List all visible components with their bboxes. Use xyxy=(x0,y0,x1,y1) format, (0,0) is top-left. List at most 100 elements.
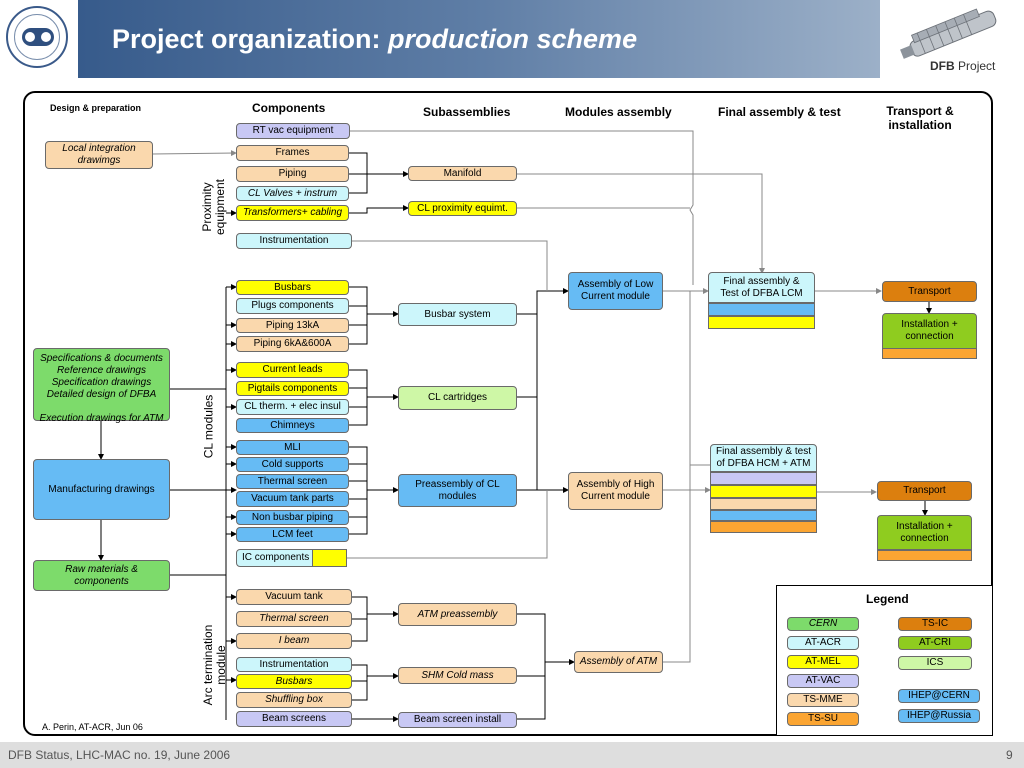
legend-at-mel: AT-MEL xyxy=(787,655,859,669)
legend-ics: ICS xyxy=(898,656,972,670)
sub-manifold: Manifold xyxy=(408,166,517,181)
final-hcm-bar-mme xyxy=(710,498,817,510)
slide-header xyxy=(0,0,880,78)
legend-ihep-cern: IHEP@CERN xyxy=(898,689,980,703)
final-lcm-bar-mel xyxy=(708,316,815,329)
module-atm: Assembly of ATM xyxy=(574,651,663,673)
legend-at-vac: AT-VAC xyxy=(787,674,859,688)
comp-busbars: Busbars xyxy=(236,280,349,295)
cern-logo xyxy=(0,0,78,78)
footer-text: DFB Status, LHC-MAC no. 19, June 2006 xyxy=(8,748,231,762)
comp-cl-therm: CL therm. + elec insul xyxy=(236,399,349,415)
comp-lcm-feet: LCM feet xyxy=(236,527,349,542)
comp-cl-valves: CL Valves + instrum xyxy=(236,186,349,201)
comp-frames: Frames xyxy=(236,145,349,161)
comp-rt-vac-equipment: RT vac equipment xyxy=(236,123,350,139)
footer-bar xyxy=(0,742,1024,768)
manufacturing-drawings-box: Manufacturing drawings xyxy=(33,459,170,520)
legend-ts-mme: TS-MME xyxy=(787,693,859,707)
author-note: A. Perin, AT-ACR, Jun 06 xyxy=(42,722,143,732)
sub-beam-screen-install: Beam screen install xyxy=(398,712,517,728)
dfb-logo-area xyxy=(880,0,1024,78)
spec-line-3: Specification drawings xyxy=(51,377,152,388)
comp-piping-6ka: Piping 6kA&600A xyxy=(236,336,349,352)
raw-materials-box: Raw materials & components xyxy=(33,560,170,591)
transport-lcm: Transport xyxy=(882,281,977,302)
comp-transformers: Transformers+ cabling xyxy=(236,205,349,221)
comp-thermal-screen: Thermal screen xyxy=(236,474,349,489)
legend-at-acr: AT-ACR xyxy=(787,636,859,650)
legend-title: Legend xyxy=(866,592,909,606)
col-design: Design & preparation xyxy=(50,103,142,113)
comp-vacuum-tank: Vacuum tank xyxy=(236,589,352,605)
final-hcm-bar-ihep xyxy=(710,510,817,521)
final-lcm-bar-ihep xyxy=(708,303,815,316)
col-final: Final assembly & test xyxy=(718,105,841,119)
comp-ic-components: IC components xyxy=(236,549,347,567)
comp-busbars-atm: Busbars xyxy=(236,674,352,689)
col-components: Components xyxy=(252,101,326,115)
diagram-frame xyxy=(23,91,993,736)
comp-beam-screens: Beam screens xyxy=(236,711,352,727)
legend-ihep-russia: IHEP@Russia xyxy=(898,709,980,723)
dfb-project-label: DFB Project xyxy=(930,59,996,73)
final-lcm: Final assembly & Test of DFBA LCM xyxy=(708,272,815,303)
final-hcm-bar-vac xyxy=(710,472,817,485)
final-hcm-bar-su xyxy=(710,521,817,533)
comp-pigtails: Pigtails components xyxy=(236,381,349,396)
comp-instrumentation-atm: Instrumentation xyxy=(236,657,352,672)
comp-shuffling-box: Shuffling box xyxy=(236,692,352,708)
col-modules: Modules assembly xyxy=(565,105,672,119)
comp-non-busbar-piping: Non busbar piping xyxy=(236,510,349,525)
sub-atm-preassembly: ATM preassembly xyxy=(398,603,517,626)
specifications-box: Specifications & documents Reference dra… xyxy=(33,348,170,424)
local-integration-box: Local integration drawimgs xyxy=(45,141,153,169)
slide-title: Project organization: production scheme xyxy=(112,24,638,54)
ic-components-swatch xyxy=(312,549,347,567)
comp-plugs-components: Plugs components xyxy=(236,298,349,314)
legend-at-cri: AT-CRI xyxy=(898,636,972,650)
final-hcm-bar-mel xyxy=(710,485,817,498)
spec-line-5 xyxy=(34,401,169,413)
comp-cold-supports: Cold supports xyxy=(236,457,349,472)
module-low-current: Assembly of Low Current module xyxy=(568,272,663,310)
installation-hcm: Installation + connection xyxy=(877,515,972,550)
installation-hcm-bar xyxy=(877,550,972,561)
comp-piping: Piping xyxy=(236,166,349,182)
legend-cern: CERN xyxy=(787,617,859,631)
slide-title-italic: production scheme xyxy=(388,24,638,54)
dfb-module-icon xyxy=(900,8,997,59)
group-label-arc-termination: Arc termination module xyxy=(201,624,228,706)
comp-piping-13ka: Piping 13kA xyxy=(236,318,349,333)
comp-i-beam: I beam xyxy=(236,633,352,649)
ic-components-label: IC components xyxy=(242,552,310,563)
group-label-proximity: Proximity equipment xyxy=(200,178,227,236)
transport-hcm: Transport xyxy=(877,481,972,501)
module-high-current: Assembly of High Current module xyxy=(568,472,663,510)
spec-line-6: Execution drawings for ATM xyxy=(39,413,164,424)
comp-vacuum-tank-parts: Vacuum tank parts xyxy=(236,491,349,507)
sub-shm-cold-mass: SHM Cold mass xyxy=(398,667,517,684)
comp-thermal-screen-atm: Thermal screen xyxy=(236,611,352,627)
installation-lcm: Installation + connection xyxy=(882,313,977,349)
sub-cl-cartridges: CL cartridges xyxy=(398,386,517,410)
final-hcm: Final assembly & test of DFBA HCM + ATM xyxy=(710,444,817,472)
col-transport: Transport & installation xyxy=(886,104,954,132)
comp-current-leads: Current leads xyxy=(236,362,349,378)
installation-lcm-bar xyxy=(882,348,977,359)
legend-ts-su: TS-SU xyxy=(787,712,859,726)
page-number: 9 xyxy=(1006,748,1013,762)
comp-instrumentation: Instrumentation xyxy=(236,233,352,249)
sub-cl-proximity: CL proximity equimt. xyxy=(408,201,517,216)
legend-ts-ic: TS-IC xyxy=(898,617,972,631)
spec-line-4: Detailed design of DFBA xyxy=(46,389,157,400)
sub-preassembly-cl: Preassembly of CL modules xyxy=(398,474,517,507)
sub-busbar-system: Busbar system xyxy=(398,303,517,326)
comp-mli: MLI xyxy=(236,440,349,455)
comp-chimneys: Chimneys xyxy=(236,418,349,433)
spec-line-1: Specifications & documents xyxy=(40,353,163,364)
col-subassemblies: Subassemblies xyxy=(423,105,511,119)
spec-line-2: Reference drawings xyxy=(57,365,146,376)
group-label-cl-modules: CL modules xyxy=(201,394,216,459)
